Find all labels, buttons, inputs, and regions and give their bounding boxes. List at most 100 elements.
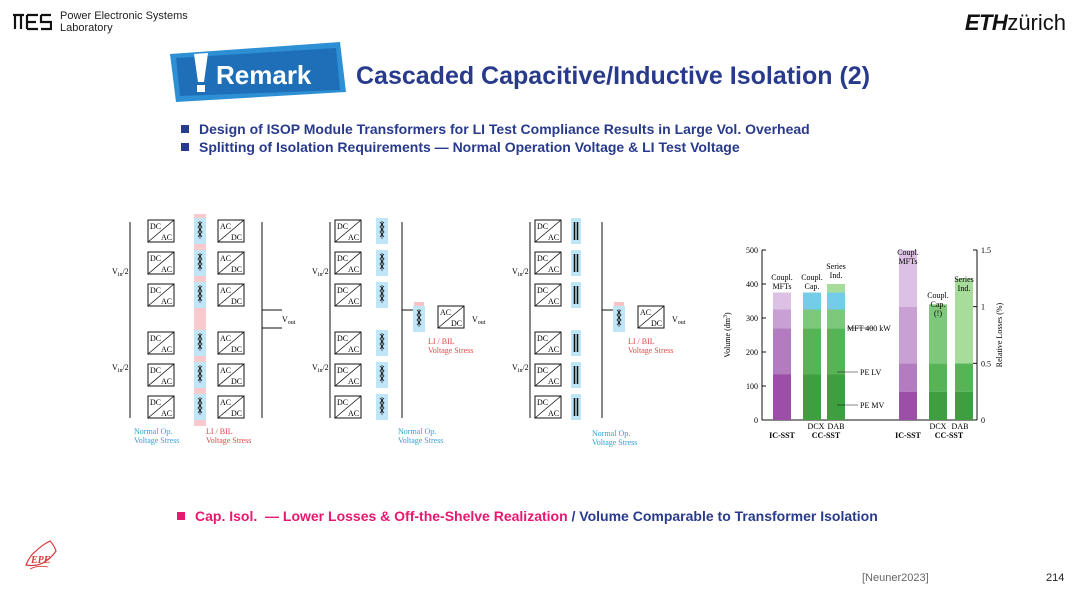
bar-segment [955,391,973,420]
svg-text:Voltage Stress: Voltage Stress [398,436,443,445]
y-tick-label: 0 [754,416,758,425]
svg-text:Voltage Stress: Voltage Stress [628,346,673,355]
bar-segment [955,363,973,392]
page-number: 214 [1046,572,1065,584]
svg-text:PE LV: PE LV [860,368,881,377]
svg-text:AC: AC [161,265,172,274]
svg-text:AC: AC [348,409,359,418]
svg-text:Vin/2: Vin/2 [112,267,129,278]
svg-text:DC: DC [651,319,662,328]
bar-segment [929,391,947,420]
svg-text:DC: DC [537,254,548,263]
bar-segment [899,391,917,420]
svg-text:DC: DC [231,265,242,274]
bar-segment [803,328,821,375]
svg-text:DC: DC [150,398,161,407]
svg-text:Vin/2: Vin/2 [312,363,329,374]
svg-text:Normal Op.: Normal Op. [398,427,436,436]
svg-text:MFT 400 kW: MFT 400 kW [847,324,891,333]
svg-text:Vin/2: Vin/2 [512,363,529,374]
y2-tick-label: 1.5 [981,246,991,255]
svg-text:Coupl.: Coupl. [927,291,949,300]
svg-text:DC: DC [451,319,462,328]
eth-logo: ETHzürich [964,10,1066,35]
svg-text:DC: DC [231,345,242,354]
remark-badge: Remark [168,40,350,111]
bullet-item: Splitting of Isolation Requirements — No… [181,138,810,156]
svg-text:AC: AC [348,345,359,354]
y2-axis-label: Relative Losses (%) [995,302,1004,367]
bar-segment [929,363,947,392]
svg-text:DC: DC [337,334,348,343]
svg-text:Ind.: Ind. [958,284,971,293]
svg-text:DC: DC [537,334,548,343]
svg-text:MFTs: MFTs [898,257,917,266]
svg-text:IC-SST: IC-SST [769,431,795,440]
bar-segment [955,278,973,364]
svg-text:Normal Op.: Normal Op. [592,429,630,438]
svg-text:LI / BIL: LI / BIL [628,337,655,346]
bullet-square-icon [177,512,185,520]
svg-text:DC: DC [337,222,348,231]
svg-text:AC: AC [161,409,172,418]
bar-segment [827,309,845,329]
svg-text:DC: DC [150,286,161,295]
svg-text:Vout: Vout [672,315,686,326]
svg-text:DAB: DAB [828,422,845,431]
y2-tick-label: 0 [981,416,985,425]
bar-segment [899,250,917,307]
svg-text:DC: DC [337,398,348,407]
bar-segment [803,309,821,329]
svg-text:PE MV: PE MV [860,401,884,410]
y-tick-label: 500 [746,246,758,255]
bar-segment [899,306,917,364]
svg-text:Coupl.: Coupl. [801,273,823,282]
svg-text:Voltage Stress: Voltage Stress [428,346,473,355]
svg-text:CC-SST: CC-SST [812,431,841,440]
svg-text:AC: AC [161,233,172,242]
y-tick-label: 200 [746,348,758,357]
svg-text:Series: Series [826,262,846,271]
svg-text:MFTs: MFTs [772,282,791,291]
bar-segment [827,328,845,375]
bar-segment [773,374,791,420]
y2-tick-label: 0.5 [981,359,991,368]
slide-title: Cascaded Capacitive/Inductive Isolation … [356,62,871,90]
svg-text:AC: AC [220,254,231,263]
svg-text:Voltage Stress: Voltage Stress [592,438,637,447]
svg-text:AC: AC [348,377,359,386]
svg-text:Voltage Stress: Voltage Stress [134,436,179,445]
svg-text:AC: AC [161,297,172,306]
svg-text:DC: DC [150,222,161,231]
svg-text:Vout: Vout [282,315,296,326]
svg-text:Vin/2: Vin/2 [512,267,529,278]
svg-text:Vin/2: Vin/2 [312,267,329,278]
svg-text:Cap.: Cap. [805,282,820,291]
bar-segment [827,374,845,420]
svg-text:(!): (!) [934,309,942,318]
svg-text:CC-SST: CC-SST [935,431,964,440]
bullet-square-icon [181,143,189,151]
svg-text:LI / BIL: LI / BIL [428,337,455,346]
bar-segment [773,292,791,310]
citation: [Neuner2023] [862,572,929,584]
svg-text:AC: AC [548,233,559,242]
svg-text:AC: AC [348,265,359,274]
svg-text:DC: DC [337,366,348,375]
svg-text:AC: AC [161,345,172,354]
svg-text:Voltage Stress: Voltage Stress [206,436,251,445]
svg-text:LI / BIL: LI / BIL [206,427,233,436]
pes-logo [12,13,53,36]
svg-text:IC-SST: IC-SST [895,431,921,440]
epe-logo: EPE [20,535,62,582]
svg-text:AC: AC [220,366,231,375]
y2-axis-ticks: 00.511.5 [973,246,991,425]
svg-text:DC: DC [150,254,161,263]
exclamation-icon [194,53,208,92]
svg-text:DC: DC [537,366,548,375]
svg-text:DC: DC [337,286,348,295]
bar-segment [773,309,791,329]
